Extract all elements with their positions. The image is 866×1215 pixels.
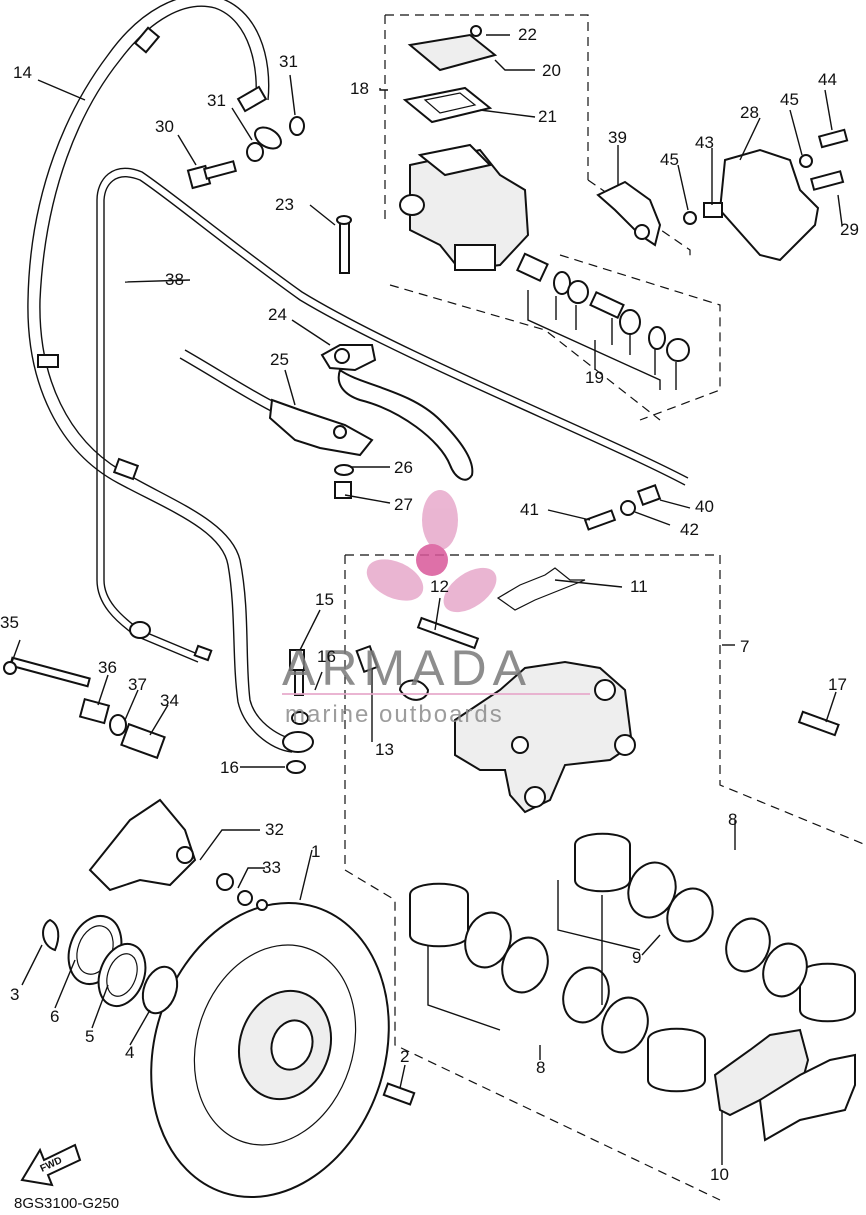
propeller-logo-icon — [366, 490, 497, 613]
label-32: 32 — [265, 820, 284, 839]
armada-watermark: ARMADA marine outboards — [282, 490, 590, 728]
label-27: 27 — [394, 495, 413, 514]
watermark-title: ARMADA — [282, 640, 532, 696]
brake-lever-24 — [320, 344, 474, 481]
lever-bracket-28 — [596, 128, 849, 262]
label-45-right: 45 — [780, 90, 799, 109]
brake-disc-1 — [150, 901, 390, 1199]
label-13: 13 — [375, 740, 394, 759]
label-36: 36 — [98, 658, 117, 677]
label-2: 2 — [400, 1047, 409, 1066]
watermark-subtitle: marine outboards — [285, 701, 504, 728]
label-25: 25 — [270, 350, 289, 369]
label-16-upper: 16 — [317, 647, 336, 666]
throttle-cable-38 — [96, 167, 689, 663]
label-37: 37 — [128, 675, 147, 694]
label-10: 10 — [710, 1165, 729, 1184]
label-24: 24 — [268, 305, 287, 324]
label-31-left: 31 — [207, 91, 226, 110]
label-19: 19 — [585, 368, 604, 387]
label-12: 12 — [430, 577, 449, 596]
label-35: 35 — [0, 613, 19, 632]
label-8-upper: 8 — [728, 810, 737, 829]
label-26: 26 — [394, 458, 413, 477]
label-17: 17 — [828, 675, 847, 694]
label-3: 3 — [10, 985, 19, 1004]
part-number-labels: 1 2 3 4 5 6 7 8 8 9 10 11 12 13 14 15 16… — [0, 25, 859, 1184]
piston-kit-19 — [515, 252, 690, 390]
label-29: 29 — [840, 220, 859, 239]
label-20: 20 — [542, 61, 561, 80]
leader-lines — [11, 34, 843, 1165]
label-7: 7 — [740, 637, 749, 656]
label-40: 40 — [695, 497, 714, 516]
label-14: 14 — [13, 63, 32, 82]
label-1: 1 — [311, 842, 320, 861]
label-34: 34 — [160, 691, 179, 710]
label-5: 5 — [85, 1027, 94, 1046]
union-bolt-30 — [186, 116, 305, 190]
caliper-pistons-8 — [409, 832, 856, 1093]
label-6: 6 — [50, 1007, 59, 1026]
label-28: 28 — [740, 103, 759, 122]
label-33: 33 — [262, 858, 281, 877]
label-38: 38 — [165, 270, 184, 289]
label-42: 42 — [680, 520, 699, 539]
label-41: 41 — [520, 500, 539, 519]
label-22: 22 — [518, 25, 537, 44]
label-43: 43 — [695, 133, 714, 152]
brake-caliper-7 — [286, 567, 840, 814]
label-8-lower: 8 — [536, 1058, 545, 1077]
label-11: 11 — [630, 577, 648, 596]
label-44: 44 — [818, 70, 837, 89]
brake-hose-14 — [27, 0, 314, 753]
label-4: 4 — [125, 1043, 134, 1062]
master-cylinder-assembly — [336, 25, 530, 274]
label-23: 23 — [275, 195, 294, 214]
fwd-arrow-icon: FWD — [20, 1143, 82, 1187]
bracket-32 — [3, 656, 268, 911]
label-39: 39 — [608, 128, 627, 147]
disc-hardware — [42, 915, 416, 1106]
brake-pads-10 — [713, 1028, 856, 1142]
label-9: 9 — [632, 948, 641, 967]
lever-holder-25 — [179, 349, 374, 499]
label-30: 30 — [155, 117, 174, 136]
label-21: 21 — [538, 107, 557, 126]
label-45-left: 45 — [660, 150, 679, 169]
label-18: 18 — [350, 79, 369, 98]
label-16-lower: 16 — [220, 758, 239, 777]
assembly-boundaries — [344, 14, 866, 1201]
label-15: 15 — [315, 590, 334, 609]
cable-end-parts — [583, 484, 662, 531]
label-31-right: 31 — [279, 52, 298, 71]
drawing-code: 8GS3100-G250 — [14, 1195, 119, 1212]
